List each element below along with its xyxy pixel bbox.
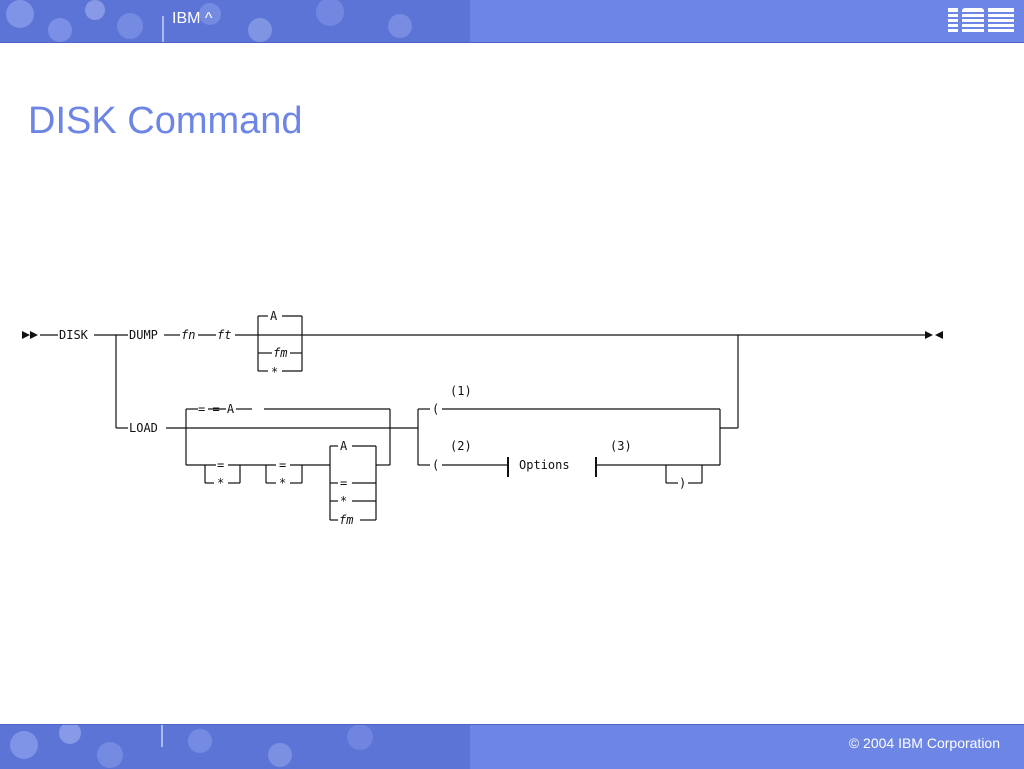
label-load-default: = = A: [198, 402, 235, 416]
label-disk: DISK: [59, 328, 89, 342]
label-paren-open-1: (: [432, 402, 439, 416]
label-dump-fm-star: *: [271, 365, 278, 379]
ibm-logo: [946, 8, 1016, 34]
label-dump-fm-a: A: [270, 309, 278, 323]
diagram-arrows: [22, 331, 943, 339]
footer-band: © 2004 IBM Corporation: [0, 724, 1024, 769]
label-paren-close: ): [679, 476, 686, 490]
label-load-ft-eq: =: [279, 458, 286, 472]
slide-title: DISK Command: [28, 100, 303, 142]
disk-syntax-diagram: DISK DUMP fn ft A fm * LOAD = = A = * = …: [22, 309, 943, 527]
footer-decoration: [0, 725, 470, 769]
label-load-fm-eq: =: [340, 476, 347, 490]
label-load-fn-eq: =: [217, 458, 224, 472]
label-ft: ft: [217, 328, 231, 342]
label-fn: fn: [181, 328, 195, 342]
header-decoration: [0, 0, 470, 42]
label-load-fn-star: *: [217, 476, 224, 490]
label-load-fm-fm: fm: [339, 513, 353, 527]
label-dump-fm-fm: fm: [273, 346, 287, 360]
label-load: LOAD: [129, 421, 158, 435]
start-arrow-icon-2: [30, 331, 38, 339]
label-dump: DUMP: [129, 328, 158, 342]
diagram-labels: DISK DUMP fn ft A fm * LOAD = = A = * = …: [59, 309, 686, 527]
footer-copyright: © 2004 IBM Corporation: [848, 735, 1000, 751]
label-note-1: (1): [450, 384, 472, 398]
end-stop-icon: [935, 331, 943, 339]
end-arrow-icon: [925, 331, 933, 339]
label-paren-open-2: (: [432, 458, 439, 472]
header-brand-text: IBM ^: [172, 10, 213, 27]
header-band: IBM ^: [0, 0, 1024, 43]
label-load-fm-star: *: [340, 494, 347, 508]
label-load-fm-a: A: [340, 439, 348, 453]
label-load-ft-star: *: [279, 476, 286, 490]
label-note-2: (2): [450, 439, 472, 453]
start-arrow-icon: [22, 331, 30, 339]
diagram-lines: [40, 315, 925, 521]
label-options: Options: [519, 458, 570, 472]
label-note-3: (3): [610, 439, 632, 453]
